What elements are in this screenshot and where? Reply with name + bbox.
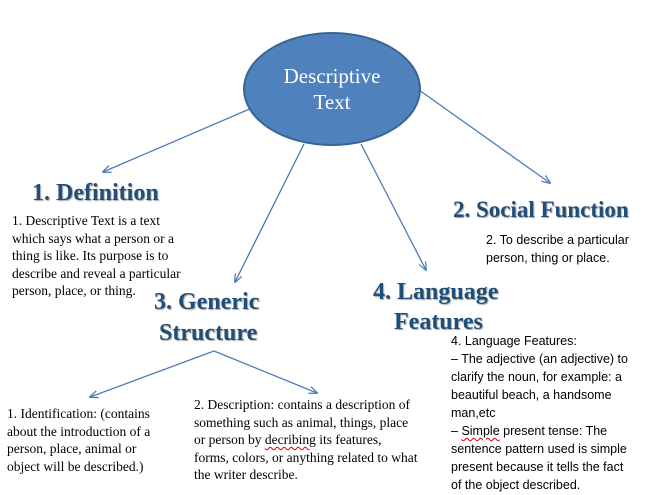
language-features-dash: – — [451, 424, 462, 438]
language-features-text: 4. Language Features: – The adjective (a… — [451, 332, 628, 494]
arrow-to-definition — [103, 107, 253, 172]
social-function-text: 2. To describe a particular person, thin… — [486, 231, 629, 267]
language-features-line: sentence pattern used is simple — [451, 442, 627, 456]
arrow-to-language-features — [360, 143, 426, 270]
generic-structure-heading-line-1: 3. Generic — [154, 289, 260, 315]
social-function-line: person, thing or place. — [486, 251, 610, 265]
social-function-line: 2. To describe a particular — [486, 233, 629, 247]
identification-line: about the introduction of a — [7, 423, 151, 439]
definition-heading-text: 1. Definition — [32, 180, 159, 206]
generic-structure-heading: 3. Generic Structure — [152, 288, 259, 347]
definition-heading: 1. Definition — [32, 179, 159, 207]
description-text: 2. Description: contains a description o… — [194, 396, 417, 484]
social-function-heading: 2. Social Function — [453, 196, 629, 224]
arrow-to-identification — [90, 350, 215, 397]
language-features-line: – Simple present tense: The — [451, 422, 628, 440]
language-features-line-6-rest: present tense: The — [499, 424, 608, 438]
language-features-heading-line-1: 4. Language — [373, 279, 499, 305]
language-features-line: present because it tells the fact — [451, 460, 624, 474]
arrow-to-social-function — [418, 89, 550, 183]
language-features-heading: 4. Language Features — [373, 278, 498, 336]
description-line: forms, colors, or anything related to wh… — [194, 449, 418, 465]
description-line: or person by decribing its features, — [194, 431, 417, 449]
misspelled-word: Simple — [461, 424, 500, 438]
misspelled-word: decribing — [264, 432, 316, 447]
language-features-line: clarify the noun, for example: a — [451, 370, 622, 384]
central-topic-line-2: Text — [313, 90, 351, 114]
identification-line: 1. Identification: (contains — [7, 406, 150, 421]
language-features-line: man,etc — [451, 406, 496, 420]
description-line: 2. Description: contains a description o… — [194, 397, 410, 412]
identification-line: person, place, animal or — [7, 441, 137, 456]
arrow-to-generic-structure — [235, 143, 305, 282]
description-line-3-end: its features, — [315, 432, 382, 447]
description-line: something such as animal, things, place — [194, 414, 409, 430]
language-features-line: 4. Language Features: — [451, 334, 577, 348]
social-function-heading-text: 2. Social Function — [453, 197, 629, 222]
central-topic-line-1: Descriptive — [283, 64, 381, 88]
definition-line: describe and reveal a particular — [12, 265, 181, 281]
identification-text: 1. Identification: (contains about the i… — [7, 405, 150, 475]
definition-line: thing is like. Its purpose is to — [12, 248, 169, 263]
language-features-heading-line-2: Features — [394, 309, 483, 335]
definition-line: 1. Descriptive Text is a text — [12, 213, 161, 228]
language-features-line: beautiful beach, a handsome — [451, 388, 612, 402]
language-features-line: – The adjective (an adjective) to — [451, 352, 628, 366]
definition-line: which says what a person or a — [12, 230, 174, 246]
identification-line: object will be described.) — [7, 458, 144, 474]
description-line: the writer describe. — [194, 467, 298, 482]
description-line-3-start: or person by — [194, 432, 265, 447]
definition-text: 1. Descriptive Text is a text which says… — [12, 212, 181, 300]
definition-line: person, place, or thing. — [12, 283, 136, 298]
language-features-line: of the object described. — [451, 478, 581, 492]
arrow-to-description — [213, 350, 317, 393]
generic-structure-heading-line-2: Structure — [159, 320, 258, 346]
central-topic-ellipse: Descriptive Text — [243, 32, 421, 146]
